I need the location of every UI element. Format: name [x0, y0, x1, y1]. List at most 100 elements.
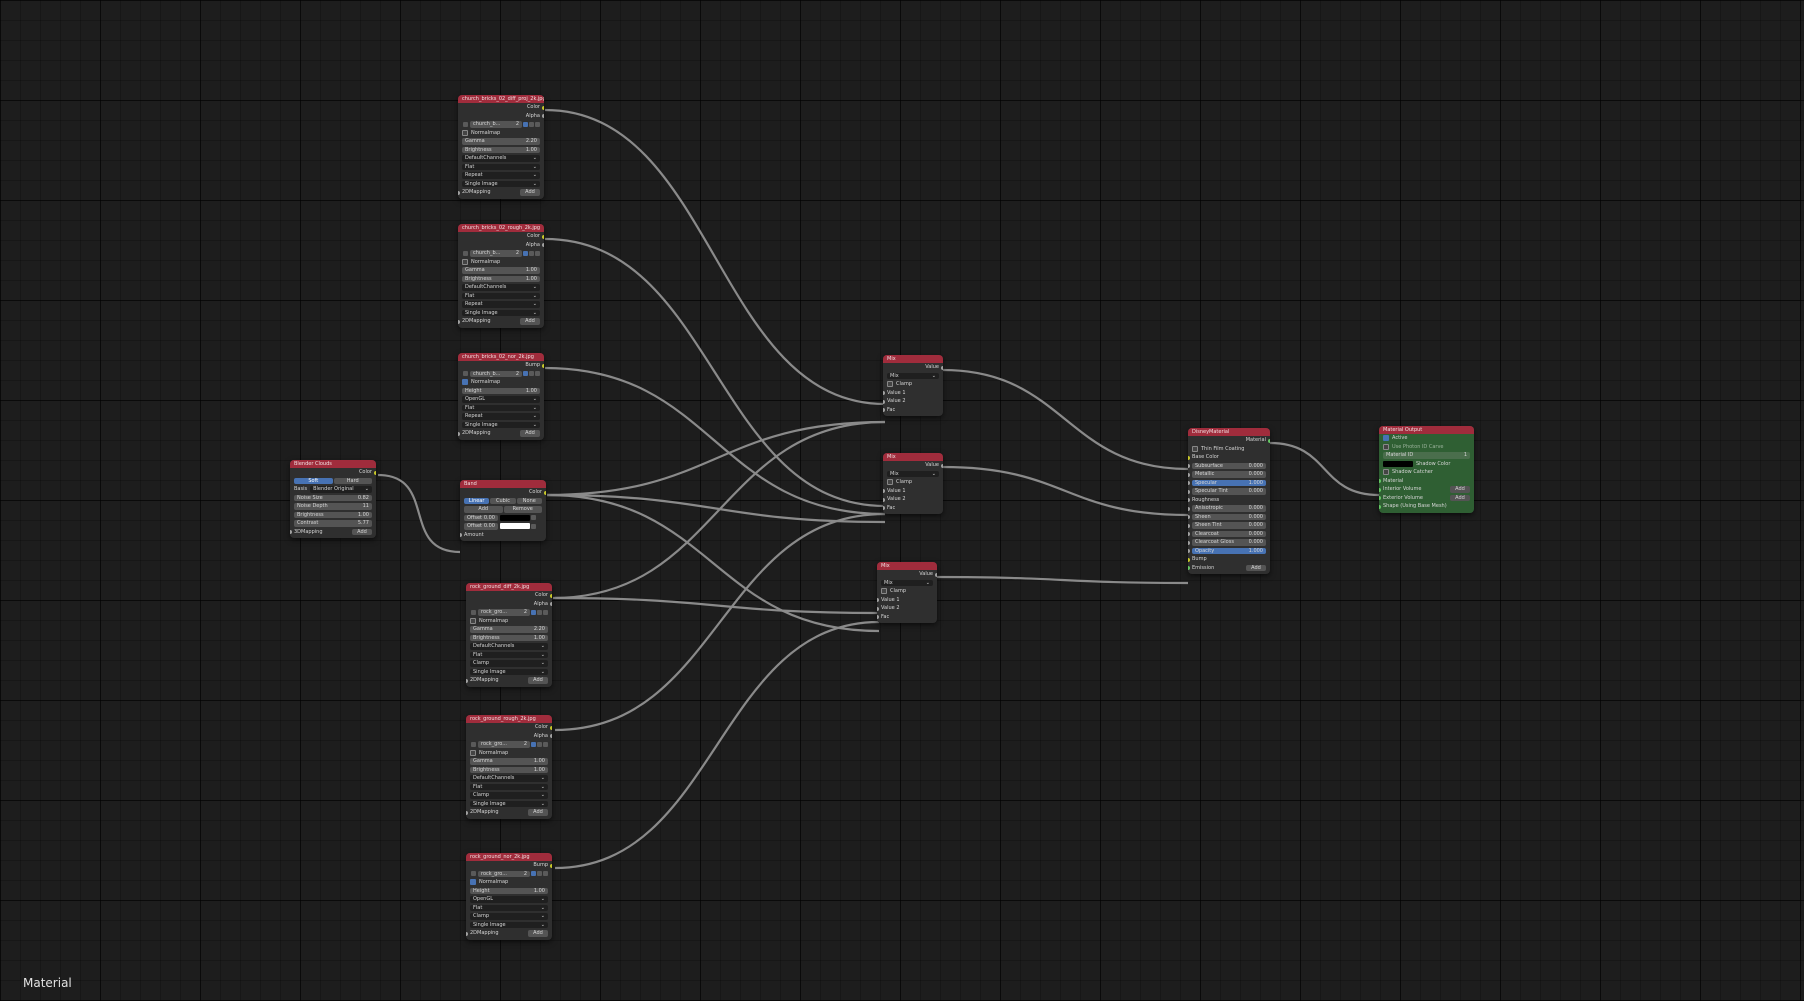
checkbox[interactable] — [470, 617, 476, 624]
mapping-add-button[interactable]: Add — [352, 528, 372, 535]
node-link-3[interactable] — [546, 420, 886, 497]
node-header[interactable]: Mix — [877, 562, 937, 570]
socket-mapping-in[interactable] — [458, 431, 460, 436]
node-image-texture-2[interactable]: church_bricks_02_rough_2k.jpg Color Alph… — [458, 224, 544, 328]
clamp-checkbox[interactable]: Clamp — [877, 587, 937, 596]
node-header[interactable]: rock_ground_diff_2k.jpg — [466, 583, 552, 591]
socket-color-out[interactable] — [544, 490, 546, 495]
socket-color-out[interactable] — [542, 234, 544, 239]
node-header[interactable]: church_bricks_02_diff_proj_2k.jpg — [458, 95, 544, 103]
extension-dropdown[interactable]: Clamp⌄ — [470, 913, 548, 920]
socket-emission-in[interactable] — [1188, 566, 1190, 570]
socket-value-out[interactable] — [941, 365, 943, 370]
socket-bump-in[interactable] — [1188, 557, 1190, 562]
socket-mapping-in[interactable] — [290, 530, 292, 534]
channels-dropdown[interactable]: DefaultChannels⌄ — [462, 284, 540, 291]
socket-mapping-in[interactable] — [458, 319, 460, 324]
socket-material-out[interactable] — [1268, 438, 1270, 443]
socket-color-out[interactable] — [550, 725, 552, 730]
node-link-8[interactable] — [554, 620, 880, 870]
socket-value-out[interactable] — [935, 572, 937, 577]
socket-color-out[interactable] — [542, 105, 544, 110]
node-link-5[interactable] — [546, 493, 880, 633]
socket-mapping-in[interactable] — [458, 190, 460, 195]
image-selector[interactable]: church_b...2 — [458, 120, 544, 129]
node-link-13[interactable] — [936, 575, 1189, 585]
mapping-add-button[interactable]: Add — [528, 809, 548, 816]
image-selector[interactable]: rock_gro...2 — [466, 870, 552, 879]
node-link-0[interactable] — [544, 108, 886, 406]
projection-dropdown[interactable]: Flat⌄ — [462, 404, 540, 411]
node-header[interactable]: Mix — [883, 453, 943, 461]
checkbox[interactable] — [1383, 435, 1389, 442]
thin-film-checkbox[interactable]: Thin Film Coating — [1188, 445, 1270, 454]
node-mix-3[interactable]: Mix Value Mix⌄ Clamp Value 1 Value 2 Fac — [877, 562, 937, 623]
node-header[interactable]: Blender Clouds — [290, 460, 376, 468]
node-link-12[interactable] — [942, 465, 1189, 517]
shadow-color-swatch[interactable] — [1383, 460, 1413, 467]
api-dropdown[interactable]: OpenGL⌄ — [470, 896, 548, 903]
node-material-output[interactable]: Material Output Active Use Photon ID Car… — [1379, 426, 1474, 513]
node-link-14[interactable] — [1269, 441, 1380, 497]
close-icon[interactable] — [543, 741, 548, 747]
socket-alpha-out[interactable] — [542, 243, 544, 247]
node-link-4[interactable] — [546, 493, 886, 524]
checkbox[interactable] — [1192, 445, 1198, 452]
mix-mode-dropdown[interactable]: Mix⌄ — [887, 470, 939, 477]
node-image-texture-4[interactable]: rock_ground_diff_2k.jpg Color Alpha rock… — [466, 583, 552, 687]
checkbox[interactable] — [881, 588, 887, 595]
extension-dropdown[interactable]: Clamp⌄ — [470, 660, 548, 667]
node-disney-material[interactable]: DisneyMaterial Material Thin Film Coatin… — [1188, 428, 1270, 574]
socket-color-out[interactable] — [374, 470, 376, 475]
socket-shape-in[interactable] — [1379, 504, 1381, 509]
socket-specular-in[interactable] — [1188, 481, 1190, 485]
image-selector[interactable]: rock_gro...2 — [466, 608, 552, 617]
node-link-9[interactable] — [377, 473, 461, 554]
socket-interior-volume-in[interactable] — [1379, 487, 1381, 492]
folder-icon[interactable] — [529, 250, 534, 256]
checkbox[interactable] — [470, 749, 476, 756]
normalmap-checkbox[interactable]: Normalmap — [466, 749, 552, 758]
socket-mapping-in[interactable] — [466, 810, 468, 815]
source-dropdown[interactable]: Single Image⌄ — [470, 800, 548, 807]
normalmap-checkbox[interactable]: Normalmap — [466, 878, 552, 887]
close-icon[interactable] — [543, 871, 548, 877]
none-option[interactable]: None — [516, 497, 542, 504]
close-icon[interactable] — [535, 250, 540, 256]
close-icon[interactable] — [535, 121, 540, 127]
source-dropdown[interactable]: Single Image⌄ — [470, 668, 548, 675]
normalmap-checkbox[interactable]: Normalmap — [466, 617, 552, 626]
socket-value1-in[interactable] — [877, 598, 879, 602]
node-image-texture-5[interactable]: rock_ground_rough_2k.jpg Color Alpha roc… — [466, 715, 552, 819]
eyedropper-icon[interactable] — [531, 515, 536, 521]
channels-dropdown[interactable]: DefaultChannels⌄ — [470, 775, 548, 782]
socket-amount-in[interactable] — [460, 533, 462, 537]
socket-metallic-in[interactable] — [1188, 472, 1190, 477]
socket-color-out[interactable] — [550, 593, 552, 598]
socket-alpha-out[interactable] — [542, 114, 544, 118]
socket-subsurface-in[interactable] — [1188, 464, 1190, 468]
socket-value2-in[interactable] — [883, 497, 885, 502]
source-dropdown[interactable]: Single Image⌄ — [462, 421, 540, 428]
channels-dropdown[interactable]: DefaultChannels⌄ — [462, 155, 540, 162]
fake-user-icon[interactable] — [523, 250, 528, 256]
soft-option[interactable]: Soft — [294, 477, 333, 484]
node-header[interactable]: rock_ground_nor_2k.jpg — [466, 853, 552, 861]
